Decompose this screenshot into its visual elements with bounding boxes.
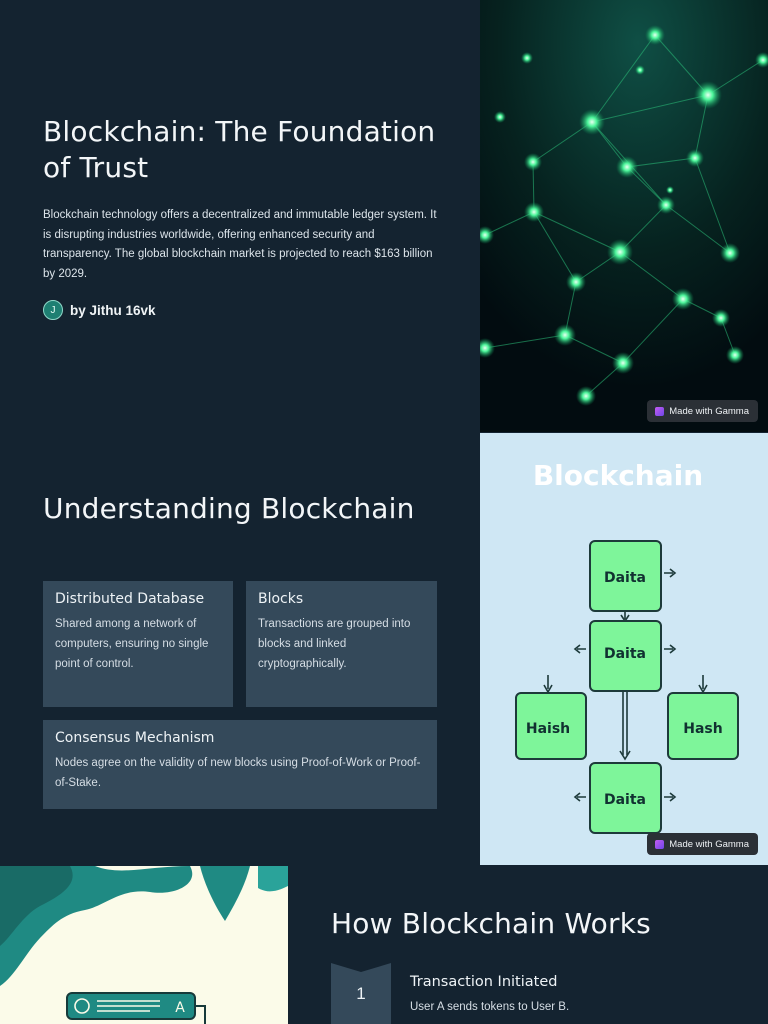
step-body: User A sends tokens to User B.	[410, 1001, 570, 1013]
illustration-label: A	[175, 1000, 185, 1016]
transaction-illustration-image: A	[0, 866, 288, 1024]
section-title: How Blockchain Works	[331, 907, 651, 940]
card-title: Blocks	[258, 591, 304, 607]
slide-title: Blockchain: The Foundation of Trust Bloc…	[0, 0, 768, 432]
author-name: by Jithu 16vk	[70, 302, 156, 318]
block-label: Daita	[604, 792, 646, 808]
step-title: Transaction Initiated	[410, 974, 558, 990]
card-title: Distributed Database	[55, 591, 205, 607]
blockchain-diagram: Blockchain Daita Daita	[480, 433, 768, 865]
badge-label: Made with Gamma	[669, 405, 749, 417]
badge-label: Made with Gamma	[669, 838, 749, 850]
gamma-logo-icon	[655, 406, 665, 416]
avatar: J	[43, 300, 63, 320]
diagram-heading: Blockchain	[533, 459, 703, 492]
slide-understanding: Understanding Blockchain Distributed Dat…	[0, 433, 768, 865]
author-byline: J by Jithu 16vk	[43, 300, 443, 320]
block-label: Haish	[526, 721, 570, 737]
checkmark-icon	[74, 998, 90, 1014]
intro-description: Blockchain technology offers a decentral…	[43, 209, 437, 280]
title-text-block: Blockchain: The Foundation of Trust Bloc…	[43, 114, 443, 320]
step-number-badge: 1	[331, 962, 391, 1024]
network-graph-illustration	[475, 0, 768, 432]
step-number: 1	[356, 984, 366, 1003]
block-label: Daita	[604, 646, 646, 662]
block-label: Daita	[604, 570, 646, 586]
network-nodes-image: Made with Gamma	[475, 0, 768, 432]
card-blocks: Blocks Transactions are grouped into blo…	[246, 581, 437, 707]
card-distributed-database: Distributed Database Shared among a netw…	[43, 581, 233, 707]
card-consensus-mechanism: Consensus Mechanism Nodes agree on the v…	[43, 720, 437, 809]
made-with-gamma-badge[interactable]: Made with Gamma	[647, 400, 758, 422]
gamma-logo-icon	[655, 839, 665, 849]
card-body: Shared among a network of computers, ens…	[55, 618, 209, 670]
transaction-illustration: A	[0, 866, 288, 1024]
card-title: Consensus Mechanism	[55, 730, 215, 746]
blockchain-diagram-image: Blockchain Daita Daita	[480, 433, 768, 865]
block-label: Hash	[683, 721, 722, 737]
card-body: Transactions are grouped into blocks and…	[258, 618, 411, 670]
page-title: Blockchain: The Foundation of Trust	[43, 115, 436, 184]
card-body: Nodes agree on the validity of new block…	[55, 757, 421, 789]
section-title: Understanding Blockchain	[43, 492, 415, 525]
made-with-gamma-badge[interactable]: Made with Gamma	[647, 833, 758, 855]
slide-how-it-works: A How Blockchain Works 1 Transaction Ini…	[0, 866, 768, 1024]
